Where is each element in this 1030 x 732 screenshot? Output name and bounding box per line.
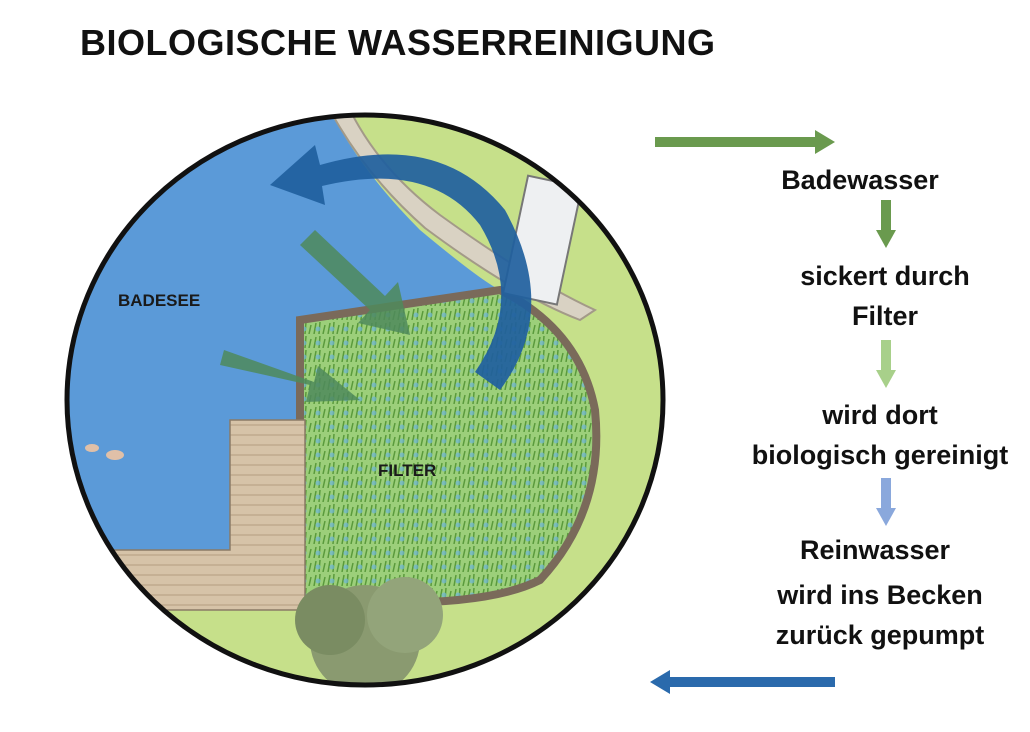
seepage-arrow [300, 230, 410, 335]
lake-label: BADESEE [118, 291, 200, 310]
lake-filter-illustration: BADESEE FILTER [64, 112, 666, 688]
step-gereinigt: wird dort biologisch gereinigt [751, 400, 1009, 470]
step-sickert: sickert durch Filter [800, 261, 970, 331]
step-arrow [876, 478, 896, 526]
step-zurueck: wird ins Becken zurück gepumpt [775, 580, 985, 650]
page-title: BIOLOGISCHE WASSERREINIGUNG [80, 22, 716, 63]
step-arrow [876, 200, 896, 248]
filter-label: FILTER [378, 461, 436, 480]
return-arrow [270, 145, 532, 390]
lake-water [67, 115, 500, 550]
flow-arrow-top [655, 130, 835, 154]
swimmer [106, 450, 124, 460]
circle-frame [64, 112, 666, 688]
flow-arrow-bottom [650, 670, 835, 694]
seepage-arrow [220, 350, 360, 402]
tree [295, 577, 443, 685]
filter-basin [296, 285, 601, 607]
swimmer [85, 444, 99, 452]
step-badewasser: Badewasser [781, 165, 939, 195]
step-reinwasser: Reinwasser [799, 535, 951, 565]
step-arrow [876, 340, 896, 388]
walkway [328, 115, 598, 322]
